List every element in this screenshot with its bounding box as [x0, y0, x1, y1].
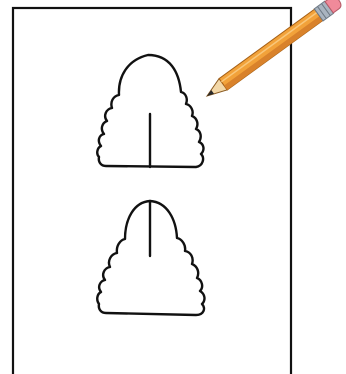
illustration-stage — [0, 0, 346, 374]
illustration-svg — [0, 0, 346, 374]
